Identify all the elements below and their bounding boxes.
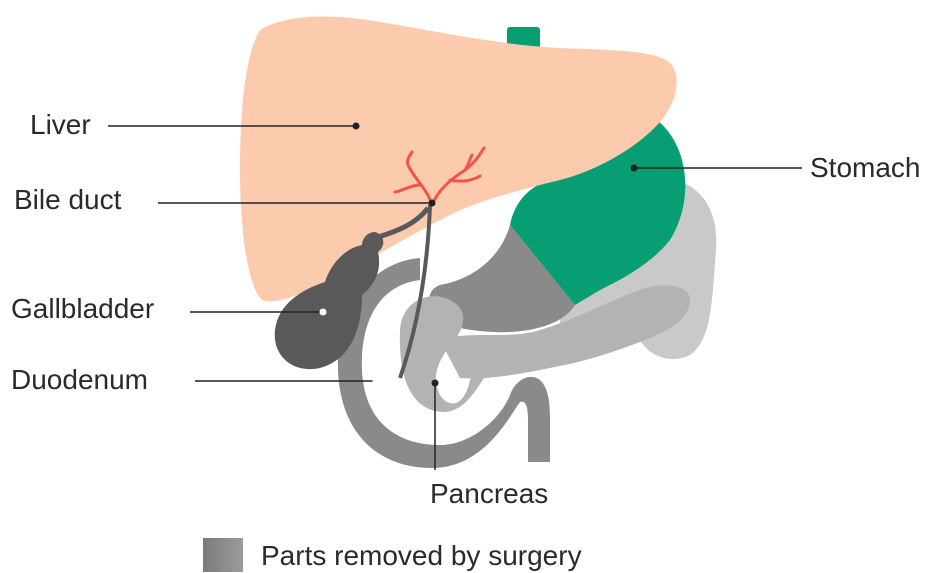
legend-label: Parts removed by surgery bbox=[261, 542, 582, 570]
bile-duct-label: Bile duct bbox=[14, 186, 121, 214]
gallbladder-label: Gallbladder bbox=[11, 295, 154, 323]
duodenum-label: Duodenum bbox=[11, 366, 148, 394]
stomach-label: Stomach bbox=[810, 154, 921, 182]
legend-swatch bbox=[203, 538, 243, 572]
pancreas-label: Pancreas bbox=[430, 480, 548, 508]
liver-label: Liver bbox=[30, 111, 91, 139]
